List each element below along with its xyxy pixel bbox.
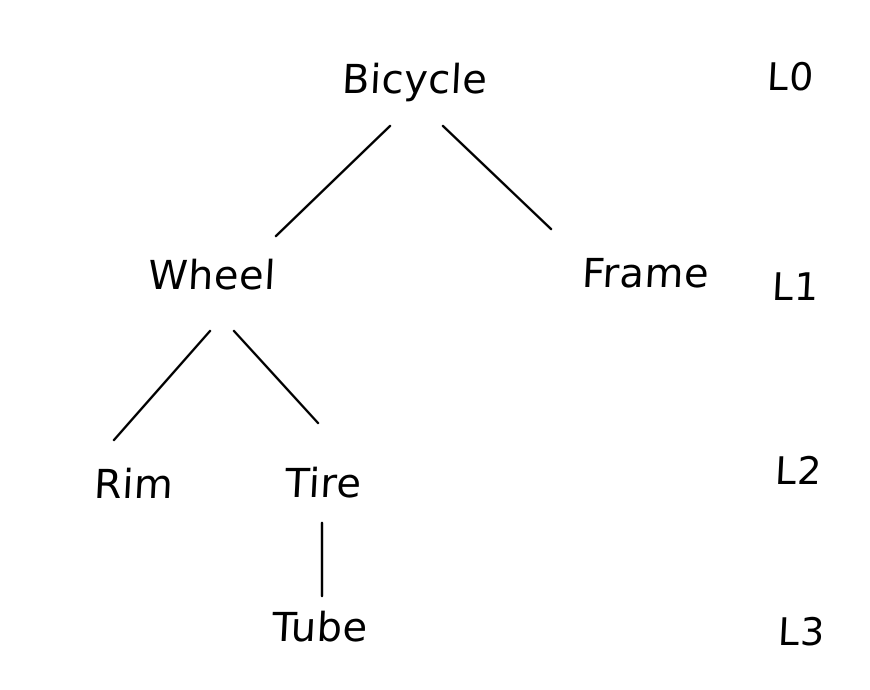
tree-edge-wheel-to-tire xyxy=(232,329,320,425)
level-label-l3: L3 xyxy=(776,610,827,654)
level-label-l1: L1 xyxy=(770,265,821,309)
level-label-l0: L0 xyxy=(765,55,816,99)
tree-node-tire[interactable]: Tire xyxy=(283,461,363,507)
tree-edge-bicycle-to-wheel xyxy=(274,124,392,238)
level-label-l2: L2 xyxy=(773,449,824,493)
tree-edge-bicycle-to-frame xyxy=(441,124,553,231)
tree-node-rim[interactable]: Rim xyxy=(92,462,175,508)
tree-node-bicycle[interactable]: Bicycle xyxy=(340,57,489,103)
tree-node-frame[interactable]: Frame xyxy=(580,251,711,297)
tree-edges xyxy=(112,124,553,598)
tree-node-tube[interactable]: Tube xyxy=(270,605,369,651)
tree-edge-wheel-to-rim xyxy=(112,329,212,442)
tree-node-wheel[interactable]: Wheel xyxy=(146,253,277,299)
